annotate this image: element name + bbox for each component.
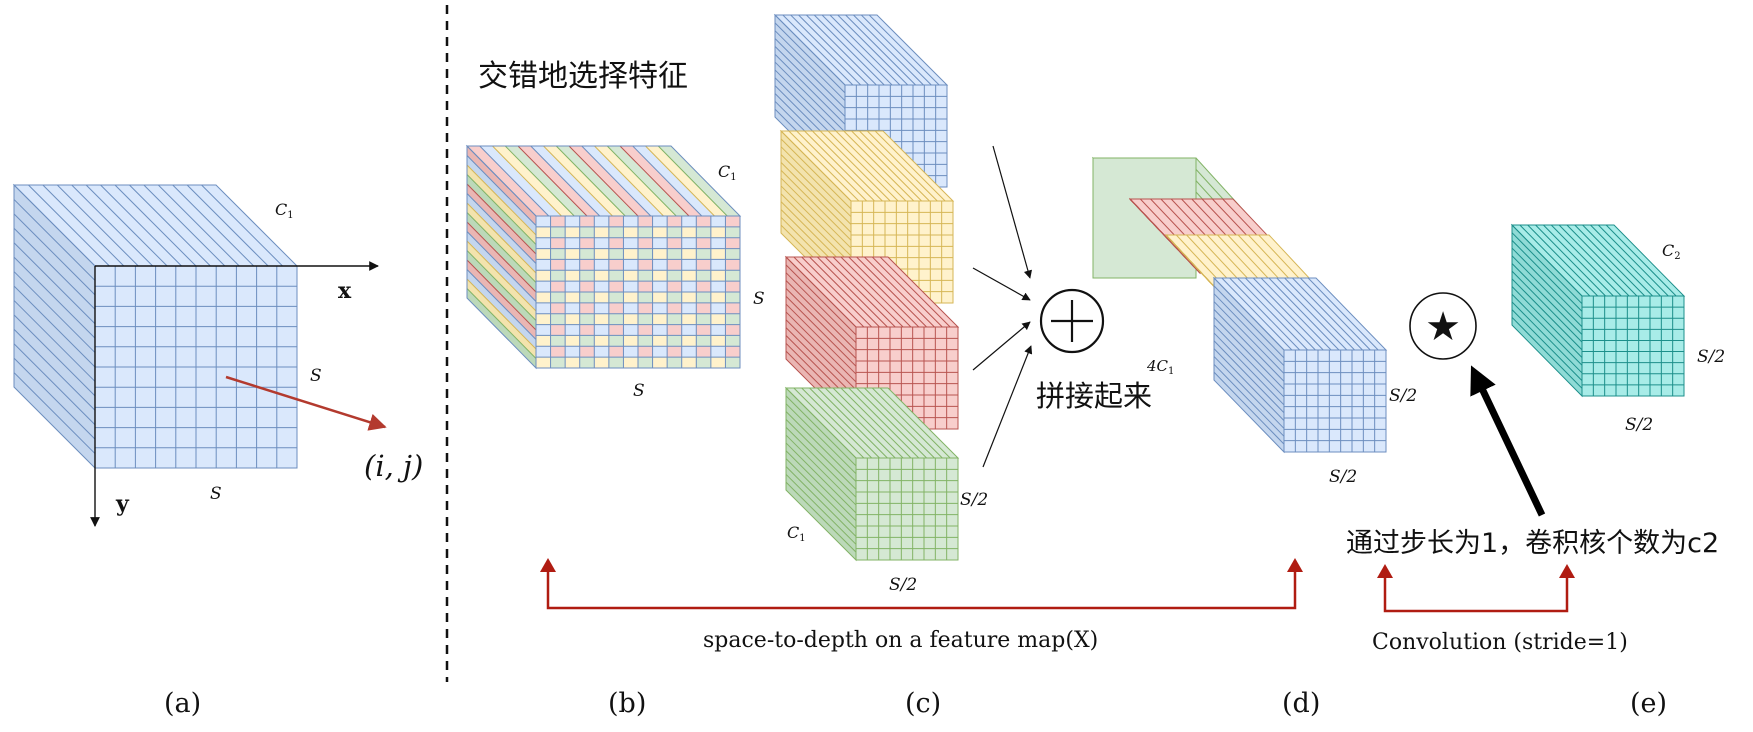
x-axis-label: x bbox=[338, 278, 352, 304]
output-feature-map-cube-e bbox=[1510, 223, 1686, 398]
space-to-depth-bracket-line bbox=[546, 572, 1297, 610]
panel-d: 4C1 S/2 S/2 (d) bbox=[1091, 156, 1417, 719]
side-label-b: S bbox=[753, 289, 765, 309]
concat-arrow-1 bbox=[992, 145, 1033, 279]
sub-feature-map-green bbox=[784, 386, 960, 562]
side-label-c: S/2 bbox=[960, 490, 988, 510]
panel-b: 交错地选择特征 C1 S S (b) bbox=[465, 59, 765, 719]
concat-symbol bbox=[1039, 288, 1105, 354]
space-to-depth-arrowhead-left bbox=[540, 558, 556, 572]
concat-arrow-4 bbox=[982, 345, 1033, 468]
caption-c: (c) bbox=[905, 688, 941, 719]
bottom-label-e: S/2 bbox=[1625, 415, 1653, 435]
space-to-depth-bracket: space-to-depth on a feature map(X) bbox=[540, 558, 1303, 653]
feature-map-cube-a bbox=[12, 183, 299, 470]
concat-operation: 拼接起来 bbox=[972, 145, 1152, 468]
side-label-d: S/2 bbox=[1389, 386, 1417, 406]
depth-label-c: C1 bbox=[787, 523, 806, 544]
panel-a: x y C1 S S (i, j) (a) bbox=[12, 183, 423, 719]
bottom-label-a: S bbox=[210, 484, 222, 504]
caption-e: (e) bbox=[1630, 688, 1667, 719]
side-label-a: S bbox=[310, 366, 322, 386]
sub-feature-map-red bbox=[784, 255, 960, 431]
depth-label-b: C1 bbox=[718, 162, 737, 183]
convolution-label: Convolution (stride=1) bbox=[1372, 630, 1628, 655]
conv-operation: ★ 通过步长为1，卷积核个数为c2 bbox=[1346, 292, 1719, 559]
concat-slab-blue bbox=[1212, 276, 1388, 454]
depth-label-d: 4C1 bbox=[1146, 357, 1174, 377]
position-arrow bbox=[225, 375, 387, 431]
space-to-depth-arrowhead-right bbox=[1287, 558, 1303, 572]
bottom-label-c: S/2 bbox=[889, 575, 917, 595]
concat-label: 拼接起来 bbox=[1036, 379, 1152, 413]
panel-c: C1 S/2 S/2 (c) bbox=[773, 13, 988, 719]
caption-d: (d) bbox=[1282, 688, 1320, 719]
conv-note: 通过步长为1，卷积核个数为c2 bbox=[1346, 528, 1719, 559]
convolution-arrowhead-left bbox=[1377, 564, 1393, 578]
title-interleaved-selection: 交错地选择特征 bbox=[478, 59, 688, 94]
conv-pointer-arrow bbox=[1470, 365, 1546, 517]
panel-e: C2 S/2 S/2 (e) bbox=[1510, 223, 1725, 719]
bottom-label-d: S/2 bbox=[1329, 467, 1357, 487]
convolution-bracket: Convolution (stride=1) bbox=[1372, 564, 1628, 655]
conv-star-symbol: ★ bbox=[1425, 304, 1461, 350]
bottom-label-b: S bbox=[633, 381, 645, 401]
concat-arrow-3 bbox=[972, 321, 1031, 371]
space-to-depth-label: space-to-depth on a feature map(X) bbox=[703, 628, 1098, 653]
y-axis-label: y bbox=[115, 491, 130, 517]
concat-arrow-2 bbox=[972, 267, 1031, 301]
caption-b: (b) bbox=[608, 688, 646, 719]
side-label-e: S/2 bbox=[1697, 347, 1725, 367]
conv-symbol-circle bbox=[1409, 292, 1477, 360]
point-label-ij: (i, j) bbox=[364, 449, 423, 483]
caption-a: (a) bbox=[164, 688, 201, 719]
depth-label-e: C2 bbox=[1662, 241, 1681, 262]
convolution-arrowhead-right bbox=[1559, 564, 1575, 578]
depth-label-a: C1 bbox=[275, 200, 294, 221]
feature-map-cube-b bbox=[465, 144, 742, 370]
convolution-bracket-line bbox=[1383, 578, 1569, 613]
